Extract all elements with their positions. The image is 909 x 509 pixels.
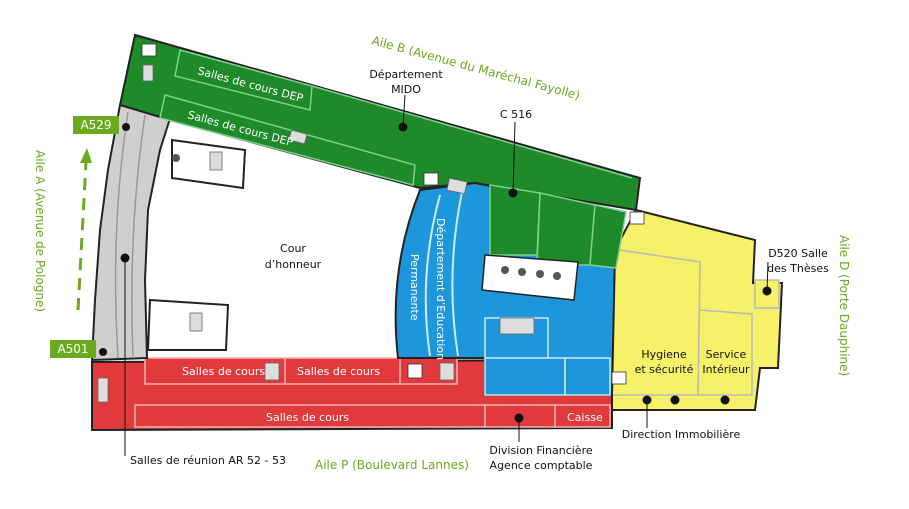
salles-cours-1-label: Salles de cours (182, 365, 265, 378)
hygiene-label: et sécurité (635, 363, 694, 376)
wing-a-block[interactable] (90, 103, 174, 362)
wing-d-inner (612, 249, 701, 396)
tag-a501: A501 (50, 340, 107, 358)
restroom-icon (141, 43, 645, 385)
caisse-room[interactable] (554, 404, 611, 428)
c516-label: C 516 (500, 108, 532, 121)
d520-label: des Thèses (767, 262, 829, 275)
division-fin-label: Agence comptable (490, 459, 593, 472)
division-fin-label: Division Financière (489, 444, 592, 457)
wing-d-label: Aile D (Porte Dauphine) (837, 235, 851, 376)
salles-cours-row-1[interactable] (144, 357, 458, 385)
permanente-label: Permanente (408, 254, 421, 321)
wing-a-inner-line (131, 114, 146, 359)
education-divider (451, 191, 463, 357)
location-dot-icon (120, 94, 772, 456)
salles-reunion-label: Salles de réunion AR 52 - 53 (130, 454, 286, 467)
wing-a-label: Aile A (Avenue de Pologne) (33, 150, 47, 312)
salles-dep-2-room[interactable] (159, 94, 416, 186)
blue-room[interactable] (564, 357, 611, 396)
cour-label: d’honneur (265, 258, 322, 271)
salles-cours-3-label: Salles de cours (266, 411, 349, 424)
cour-label: Cour (280, 242, 306, 255)
green-room[interactable] (589, 204, 627, 269)
annex-top[interactable] (171, 138, 247, 190)
mido-label: Département (369, 68, 443, 81)
annex-bottom[interactable] (146, 298, 230, 351)
caisse-label: Caisse (567, 411, 603, 424)
stairs-icon (97, 64, 535, 403)
green-room[interactable] (536, 192, 596, 266)
d520-label: D520 Salle (768, 247, 828, 260)
svg-text:A529: A529 (80, 118, 111, 132)
direction-immo-label: Direction Immobilière (622, 428, 741, 441)
mido-label: MIDO (391, 83, 421, 96)
direction-arrow-icon (76, 148, 92, 311)
wing-d-block[interactable] (611, 208, 784, 411)
service-label: Service (706, 348, 747, 361)
salles-dep-1-room[interactable] (174, 49, 313, 111)
hygiene-label: Hygiene (641, 348, 687, 361)
salles-cours-2-label: Salles de cours (297, 365, 380, 378)
svg-text:A501: A501 (57, 342, 88, 356)
service-label: Intérieur (702, 363, 750, 376)
wing-a-inner-line (114, 111, 129, 359)
dept-education-label: Département d’Education (434, 218, 447, 360)
divider (311, 85, 633, 179)
permanente-divider (424, 194, 441, 357)
tag-a529: A529 (73, 116, 130, 134)
blue-room[interactable] (484, 357, 566, 396)
wing-d-inner (698, 309, 753, 396)
wing-p-label: Aile P (Boulevard Lannes) (315, 458, 469, 472)
